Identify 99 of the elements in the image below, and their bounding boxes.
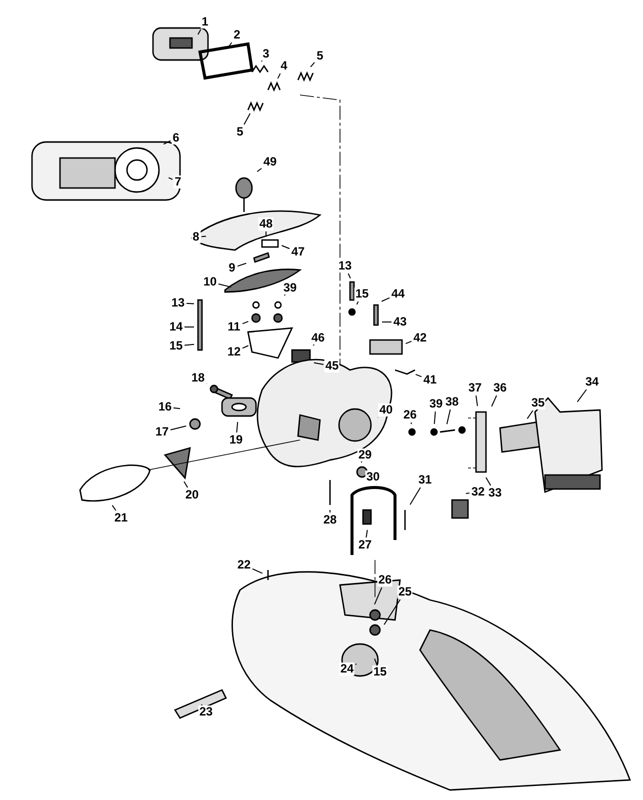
callout-number: 39 — [428, 398, 444, 410]
leader-line — [242, 320, 249, 324]
leader-line — [410, 422, 412, 425]
leader-line — [112, 504, 116, 511]
callout-number: 12 — [226, 346, 242, 358]
callout-number: 47 — [290, 246, 306, 258]
callout-number: 4 — [280, 60, 288, 72]
leader-line — [281, 244, 290, 250]
callout-number: 34 — [584, 376, 600, 388]
callout-number: 6 — [172, 132, 180, 144]
leader-line — [491, 395, 498, 407]
callout-number: 31 — [417, 474, 433, 486]
callout-number: 5 — [316, 50, 324, 62]
callout-number: 32 — [470, 486, 486, 498]
callout-number: 5 — [236, 126, 244, 138]
leader-line — [184, 480, 188, 488]
leader-line — [384, 599, 401, 626]
leader-line — [348, 273, 351, 279]
callout-number: 18 — [190, 372, 206, 384]
callout-number: 26 — [402, 408, 418, 422]
callout-number: 21 — [113, 512, 129, 524]
leader-line — [173, 407, 181, 410]
leader-line — [197, 29, 202, 36]
leader-line — [277, 73, 281, 79]
callout-number: 15 — [354, 288, 370, 300]
callout-number: 13 — [337, 260, 353, 272]
callout-number: 2 — [232, 28, 242, 42]
leader-line — [184, 326, 194, 328]
callout-number: 14 — [168, 320, 184, 334]
leader-line — [576, 389, 587, 402]
callout-number: 23 — [198, 706, 214, 718]
callout-number: 24 — [339, 662, 355, 676]
leader-line — [237, 262, 247, 267]
callout-number: 27 — [357, 538, 373, 552]
leader-line — [405, 340, 412, 344]
callout-number: 35 — [530, 396, 546, 410]
callout-number: 26 — [377, 574, 393, 586]
callout-number: 19 — [228, 434, 244, 446]
callout-number: 43 — [392, 316, 408, 328]
callout-number: 33 — [487, 486, 503, 500]
leader-line — [201, 704, 203, 706]
callout-number: 48 — [258, 218, 274, 230]
leader-line — [252, 568, 263, 574]
callout-number: 39 — [282, 282, 298, 294]
leader-line — [170, 425, 187, 430]
leader-line — [415, 374, 422, 378]
callout-number: 10 — [202, 276, 218, 288]
leader-line — [526, 410, 534, 420]
callout-number: 25 — [397, 586, 413, 598]
callout-number: 9 — [228, 262, 236, 274]
leader-line — [226, 42, 232, 50]
leader-line — [374, 587, 382, 605]
callout-number: 15 — [168, 340, 184, 352]
leader-line — [218, 284, 232, 288]
callout-number: 7 — [174, 176, 182, 188]
leader-line — [168, 177, 173, 180]
leader-line — [486, 476, 492, 486]
callout-number: 11 — [226, 320, 242, 334]
callout-number: 28 — [322, 514, 338, 526]
leader-line — [242, 345, 249, 349]
callout-number: 42 — [412, 332, 428, 344]
callout-number: 36 — [492, 382, 508, 394]
leader-line — [434, 411, 436, 425]
leader-line — [244, 113, 251, 125]
callout-number: 1 — [200, 16, 210, 28]
callout-number: 3 — [262, 48, 270, 60]
callout-number: 40 — [378, 404, 394, 416]
leader-line — [410, 487, 421, 506]
callout-number: 16 — [157, 400, 173, 414]
leader-line — [201, 236, 206, 238]
callout-number: 15 — [372, 666, 388, 678]
leader-line — [256, 168, 262, 172]
leader-line — [184, 344, 195, 346]
leader-line — [313, 362, 324, 365]
leader-line — [476, 395, 478, 407]
leader-line — [381, 297, 390, 302]
callout-number: 8 — [192, 230, 200, 244]
leader-line — [236, 421, 238, 433]
callout-number: 29 — [357, 448, 373, 462]
callout-number: 38 — [444, 396, 460, 408]
leader-line — [310, 62, 315, 68]
leader-line — [446, 409, 451, 425]
leader-line — [186, 302, 194, 304]
callout-number: 49 — [262, 156, 278, 168]
callout-number: 41 — [422, 374, 438, 386]
leader-line — [465, 492, 470, 494]
callout-number: 45 — [324, 360, 340, 372]
callout-number: 13 — [170, 296, 186, 310]
callout-number: 37 — [467, 382, 483, 394]
callout-number: 46 — [310, 332, 326, 344]
callout-number: 20 — [184, 488, 200, 502]
callout-number: 30 — [365, 470, 381, 484]
leader-line — [374, 658, 378, 665]
leader-line — [356, 301, 359, 305]
leader-line — [163, 140, 171, 145]
callout-number: 17 — [154, 426, 170, 438]
leader-line — [366, 529, 368, 538]
callout-number: 44 — [390, 288, 406, 300]
callout-number: 22 — [236, 558, 252, 572]
